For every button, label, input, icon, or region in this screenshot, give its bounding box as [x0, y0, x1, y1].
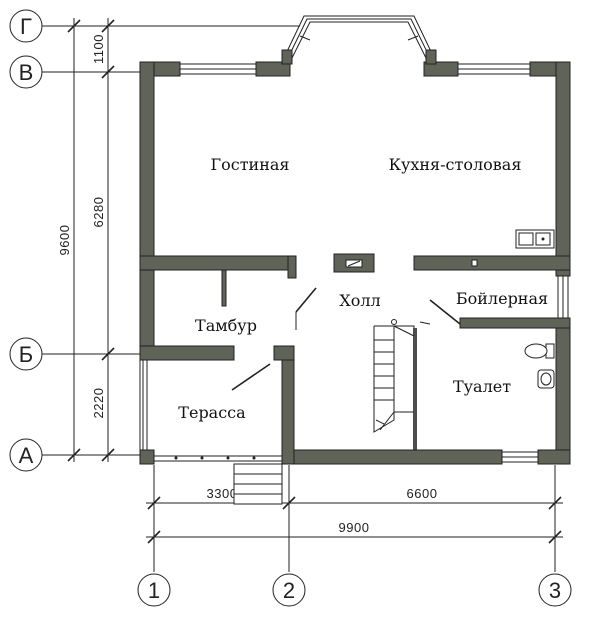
room-label-terrace: Терасса	[178, 403, 246, 422]
room-label-kitchen: Кухня-столовая	[389, 155, 522, 174]
dim-9900: 9900	[339, 520, 370, 535]
room-label-toilet: Туалет	[453, 377, 511, 396]
axis-bubble-1: 1	[137, 573, 171, 607]
axis-bubble-G: Г	[9, 9, 43, 43]
stairs	[373, 319, 431, 433]
toilet-icon	[524, 343, 555, 359]
axis-bubble-A: А	[9, 438, 43, 472]
dim-2220: 2220	[91, 388, 106, 419]
svg-text:А: А	[19, 443, 34, 468]
sink-icon	[515, 229, 555, 249]
exterior-walls	[139, 61, 571, 465]
vertical-dimensions	[67, 18, 115, 462]
axis-bubble-V: В	[9, 55, 43, 89]
room-label-boiler: Бойлерная	[456, 289, 548, 308]
dim-6600: 6600	[407, 486, 438, 501]
axis-bubble-2: 2	[272, 573, 306, 607]
svg-text:Г: Г	[20, 14, 32, 39]
dim-1100: 1100	[91, 34, 106, 64]
windows-top	[179, 63, 531, 75]
axis-bubble-3: 3	[538, 573, 572, 607]
svg-text:1: 1	[148, 578, 160, 603]
axis-bubble-B: Б	[9, 337, 43, 371]
axis-lines	[42, 25, 556, 572]
dim-total-vertical: 9600	[57, 225, 72, 256]
dim-6280: 6280	[91, 197, 106, 228]
room-label-vestibule: Тамбур	[195, 316, 257, 335]
svg-text:3: 3	[549, 578, 561, 603]
interior-walls	[139, 253, 571, 450]
svg-text:В: В	[19, 60, 34, 85]
bay-window	[281, 15, 437, 65]
dim-3300: 3300	[207, 486, 238, 501]
room-label-living: Гостиная	[211, 155, 290, 174]
washbasin-icon	[537, 369, 555, 389]
svg-text:Б: Б	[19, 342, 33, 367]
horizontal-dimensions	[146, 496, 563, 544]
room-label-hall: Холл	[339, 291, 380, 310]
svg-text:2: 2	[283, 578, 295, 603]
terrace	[139, 359, 283, 505]
